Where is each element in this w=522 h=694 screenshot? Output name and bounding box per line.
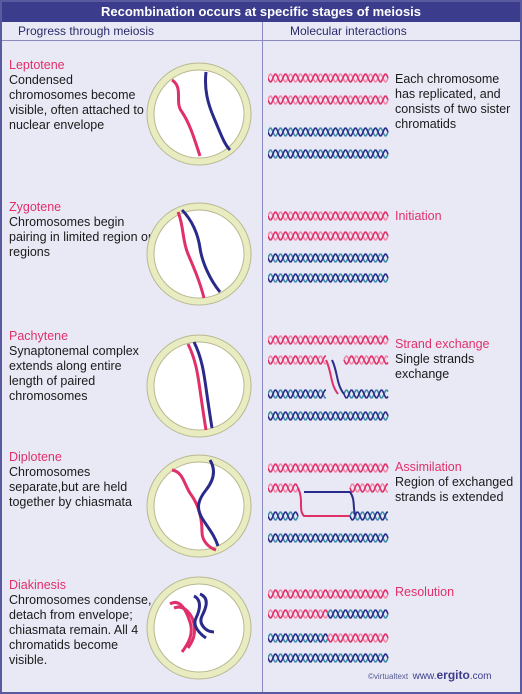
recombinant-duplex-1a-strand-a — [268, 609, 329, 619]
blue-duplex-1-strand-a — [268, 127, 389, 137]
pink-duplex-2a-strand-a — [268, 483, 299, 493]
chromatid-pink-1 — [169, 601, 193, 653]
pink-duplex-2b-strand-b — [343, 355, 389, 365]
right-column-header: Molecular interactions — [290, 24, 407, 38]
stage-description: Chromosomes separate,but are held togeth… — [9, 465, 132, 509]
nucleus-pachytene — [146, 334, 252, 438]
blue-duplex-2-strand-a — [268, 533, 389, 543]
pink-duplex-1-strand-a — [268, 589, 389, 599]
blue-duplex-1-strand-a — [268, 253, 389, 263]
molecular-label-0: Each chromosome has replicated, and cons… — [395, 72, 517, 132]
chromatid-blue-1 — [193, 594, 207, 640]
molecular-step-name: Initiation — [395, 209, 442, 223]
blue-duplex-2-strand-a — [268, 273, 389, 283]
pink-duplex-1-strand-a — [268, 335, 389, 345]
pink-duplex-2-strand-a — [268, 95, 389, 105]
stage-name: Diplotene — [9, 450, 62, 464]
recombinant-duplex-2b-strand-a — [327, 633, 389, 643]
chromosome-blue — [180, 208, 222, 293]
assimilated-strand-pink — [297, 487, 350, 517]
molecular-step-name: Resolution — [395, 585, 455, 599]
assimilated-strand-blue — [304, 491, 357, 517]
molecular-description: Single strands exchange — [395, 352, 475, 381]
pink-duplex-1-strand-a — [268, 73, 389, 83]
stage-diplotene: Diplotene Chromosomes separate,but are h… — [9, 450, 154, 510]
chromosome-blue — [204, 71, 232, 152]
exchanged-strand-pink — [325, 359, 339, 395]
nucleus-leptotene — [146, 62, 252, 166]
molecular-description: Each chromosome has replicated, and cons… — [395, 72, 511, 131]
helix-group-strand-exchange — [268, 335, 389, 421]
chromatid-blue-2 — [199, 592, 215, 634]
stage-description: Chromosomes begin pairing in limited reg… — [9, 215, 153, 259]
nucleus-diakinesis — [146, 576, 252, 680]
molecular-label-4: Resolution — [395, 585, 517, 600]
column-divider — [262, 22, 263, 692]
site-link[interactable]: www.ergito.com — [412, 668, 492, 682]
recombinant-duplex-2a-strand-a — [268, 633, 329, 643]
chromosome-pink — [171, 78, 202, 157]
pink-duplex-2b-strand-b — [349, 483, 388, 493]
exchanged-strand-blue — [331, 359, 345, 395]
stage-diakinesis: Diakinesis Chromosomes condense, detach … — [9, 578, 154, 668]
helix-group-assimilation — [268, 463, 389, 543]
stage-leptotene: Leptotene Condensed chromosomes become v… — [9, 58, 154, 133]
blue-duplex-2-strand-a — [268, 653, 389, 663]
pink-duplex-1-strand-a — [268, 463, 389, 473]
pink-duplex-2b-strand-a — [343, 355, 389, 365]
stage-name: Leptotene — [9, 58, 65, 72]
helix-group-resolution — [268, 589, 389, 663]
figure-title: Recombination occurs at specific stages … — [2, 2, 520, 22]
stage-description: Synaptonemal complex extends along entir… — [9, 344, 139, 403]
pink-duplex-1-strand-a — [268, 211, 389, 221]
nucleus-zygotene — [146, 202, 252, 306]
blue-duplex-1a-strand-a — [268, 511, 299, 521]
chromosome-blue — [197, 459, 220, 547]
pink-duplex-2b-strand-a — [349, 483, 388, 493]
header-divider — [2, 40, 520, 41]
blue-duplex-2-strand-a — [268, 149, 389, 159]
molecular-label-2: Strand exchange Single strands exchange — [395, 337, 517, 382]
credit-text: ©virtualtext — [368, 672, 409, 681]
stage-zygotene: Zygotene Chromosomes begin pairing in li… — [9, 200, 154, 260]
molecular-label-3: Assimilation Region of exchanged strands… — [395, 460, 517, 505]
recombinant-duplex-1b-strand-a — [327, 609, 389, 619]
pink-duplex-2a-strand-a — [268, 355, 326, 365]
blue-duplex-1b-strand-a — [343, 389, 389, 399]
blue-duplex-1b-strand-b — [349, 511, 388, 521]
molecular-label-1: Initiation — [395, 209, 517, 224]
blue-duplex-2-strand-a — [268, 411, 389, 421]
molecular-description: Region of exchanged strands is extended — [395, 475, 514, 504]
stage-name: Diakinesis — [9, 578, 66, 592]
chromosome-blue — [192, 341, 214, 429]
stage-description: Condensed chromosomes become visible, of… — [9, 73, 144, 132]
left-column-header: Progress through meiosis — [18, 24, 155, 38]
chromosome-pink — [176, 211, 206, 299]
helix-group-replicated — [268, 73, 389, 159]
stage-name: Pachytene — [9, 329, 69, 343]
blue-duplex-1a-strand-a — [268, 389, 326, 399]
molecular-step-name: Assimilation — [395, 460, 462, 474]
footer-credit: ©virtualtext www.ergito.com — [368, 668, 492, 682]
molecular-step-name: Strand exchange — [395, 337, 490, 351]
chromosome-pink — [186, 343, 208, 431]
helix-group-initiation — [268, 211, 389, 283]
blue-duplex-1b-strand-a — [349, 511, 388, 521]
stage-name: Zygotene — [9, 200, 62, 214]
stage-pachytene: Pachytene Synaptonemal complex extends a… — [9, 329, 154, 404]
nucleus-diplotene — [146, 454, 252, 558]
pink-duplex-2-strand-a — [268, 231, 389, 241]
stage-description: Chromosomes condense, detach from envelo… — [9, 593, 152, 667]
blue-duplex-1b-strand-b — [343, 389, 389, 399]
